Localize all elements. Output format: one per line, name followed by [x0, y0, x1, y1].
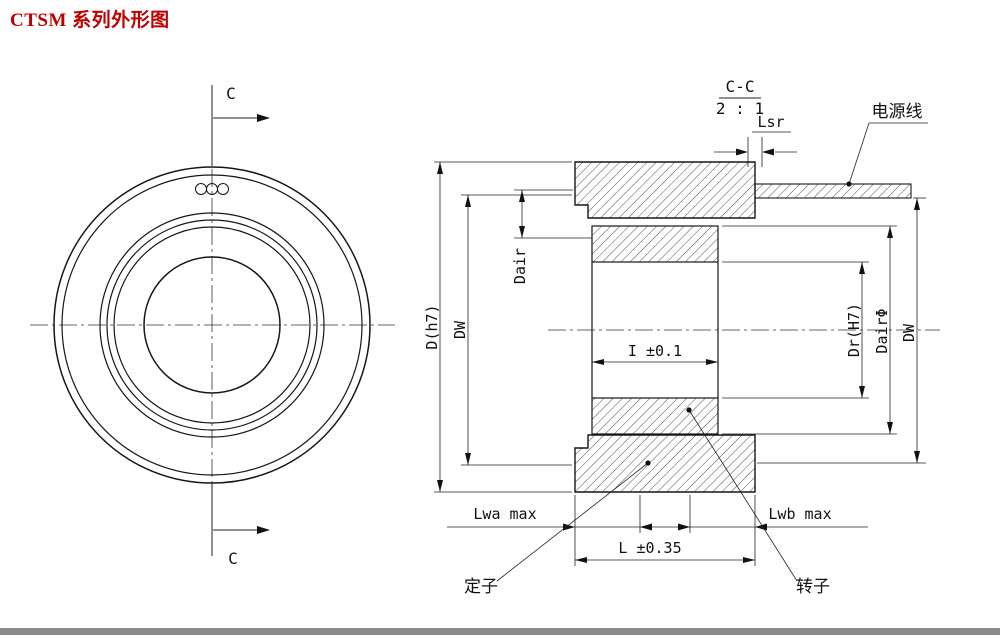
dim-bottom-lengths: Lwa max Lwb max L ±0.35 — [447, 495, 868, 566]
dim-label-lwb: Lwb max — [768, 505, 831, 523]
section-arrow-bottom-icon — [257, 526, 270, 534]
dim-dair-phi: DairΦ — [722, 225, 897, 435]
stator-label: 定子 — [464, 577, 498, 596]
dim-label-lsr: Lsr — [757, 113, 784, 131]
dim-label-outer-diameter: D(h7) — [423, 304, 441, 349]
concentric-circles — [53, 166, 371, 484]
dim-label-dair-phi: DairΦ — [873, 308, 891, 353]
dim-dw-right: DW — [757, 197, 926, 464]
dimensions: C-C 2 : 1 Lsr 电源线 D(h7) — [423, 77, 928, 596]
dim-label-rotor-length: I ±0.1 — [628, 342, 682, 360]
centerlines — [30, 140, 395, 512]
rotor-top-section — [591, 225, 719, 263]
dim-label-dair-left: Dair — [511, 248, 529, 284]
front-view: C C — [30, 84, 395, 568]
rotor-label: 转子 — [796, 577, 830, 596]
section-cut-marks: C C — [211, 84, 270, 568]
dim-label-dw-right: DW — [900, 323, 918, 342]
section-header: C-C 2 : 1 — [716, 77, 764, 118]
wire-exit-holes — [195, 183, 229, 195]
dim-lsr: Lsr — [714, 113, 797, 167]
power-cable-section — [754, 183, 912, 199]
bottom-edge-bar — [0, 628, 1000, 635]
dim-label-lwa: Lwa max — [473, 505, 536, 523]
dim-rotor-bore: Dr(H7) — [722, 261, 869, 399]
callout-power-cable: 电源线 — [846, 102, 928, 187]
section-label-bottom: C — [228, 549, 238, 568]
callout-rotor: 转子 — [686, 407, 830, 596]
section-arrow-top-icon — [257, 114, 270, 122]
rotor-bottom-section — [591, 397, 719, 435]
dim-label-dw-left: DW — [451, 320, 469, 339]
dim-dair-left: Dair — [511, 189, 592, 284]
drawing-title: CTSM 系列外形图 — [10, 10, 170, 31]
section-label-top: C — [226, 84, 236, 103]
dim-dw-left: DW — [451, 194, 572, 466]
section-name-label: C-C — [726, 77, 755, 96]
dim-label-rotor-bore: Dr(H7) — [845, 303, 863, 357]
callout-stator: 定子 — [464, 460, 651, 596]
dim-outer-diameter: D(h7) — [423, 161, 572, 493]
dim-label-overall-length: L ±0.35 — [618, 539, 681, 557]
section-view — [548, 161, 940, 493]
dim-rotor-length: I ±0.1 — [592, 342, 718, 365]
section-scale-label: 2 : 1 — [716, 99, 764, 118]
stator-bottom-section — [574, 434, 756, 493]
stator-top-section — [574, 161, 756, 219]
power-cable-label: 电源线 — [872, 102, 923, 121]
